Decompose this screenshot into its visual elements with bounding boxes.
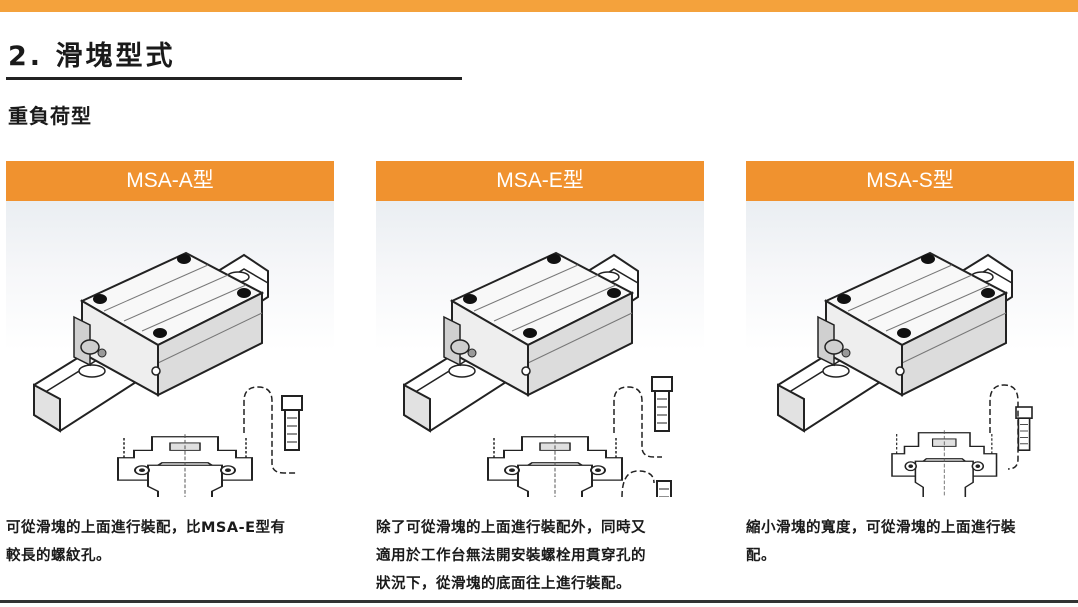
card-title: MSA-A型 bbox=[6, 161, 334, 201]
card-description: 可從滑塊的上面進行裝配，比MSA-E型有 較長的螺紋孔。 bbox=[6, 520, 286, 564]
slider-block-illustration bbox=[33, 252, 303, 497]
card-description: 除了可從滑塊的上面進行裝配外，同時又 適用於工作台無法開安裝螺栓用貫穿孔的 狀況… bbox=[376, 520, 646, 592]
card-msa-e: MSA-E型 除了可從滑塊的上面進行裝配外，同時又 適用於工作台無法開安裝螺栓用… bbox=[376, 161, 704, 598]
section-subtitle: 重負荷型 bbox=[8, 104, 92, 128]
title-underline bbox=[6, 77, 462, 80]
figure-msa-s bbox=[746, 201, 1074, 497]
slider-block-illustration bbox=[777, 252, 1033, 497]
card-title: MSA-S型 bbox=[746, 161, 1074, 201]
figure-msa-a bbox=[6, 201, 334, 497]
bottom-rule bbox=[0, 600, 1078, 603]
slider-block-illustration bbox=[403, 252, 675, 497]
figure-msa-e bbox=[376, 201, 704, 497]
card-msa-a: MSA-A型 可從滑塊的上面進行裝配，比MSA-E型有 較長的螺紋孔。 bbox=[6, 161, 334, 570]
top-accent-bar bbox=[0, 0, 1078, 12]
card-title: MSA-E型 bbox=[376, 161, 704, 201]
card-msa-s: MSA-S型 縮小滑塊的寬度，可從滑塊的上面進行裝 配。 bbox=[746, 161, 1074, 570]
section-title: 2. 滑塊型式 bbox=[8, 41, 176, 72]
card-description: 縮小滑塊的寬度，可從滑塊的上面進行裝 配。 bbox=[746, 520, 1016, 564]
